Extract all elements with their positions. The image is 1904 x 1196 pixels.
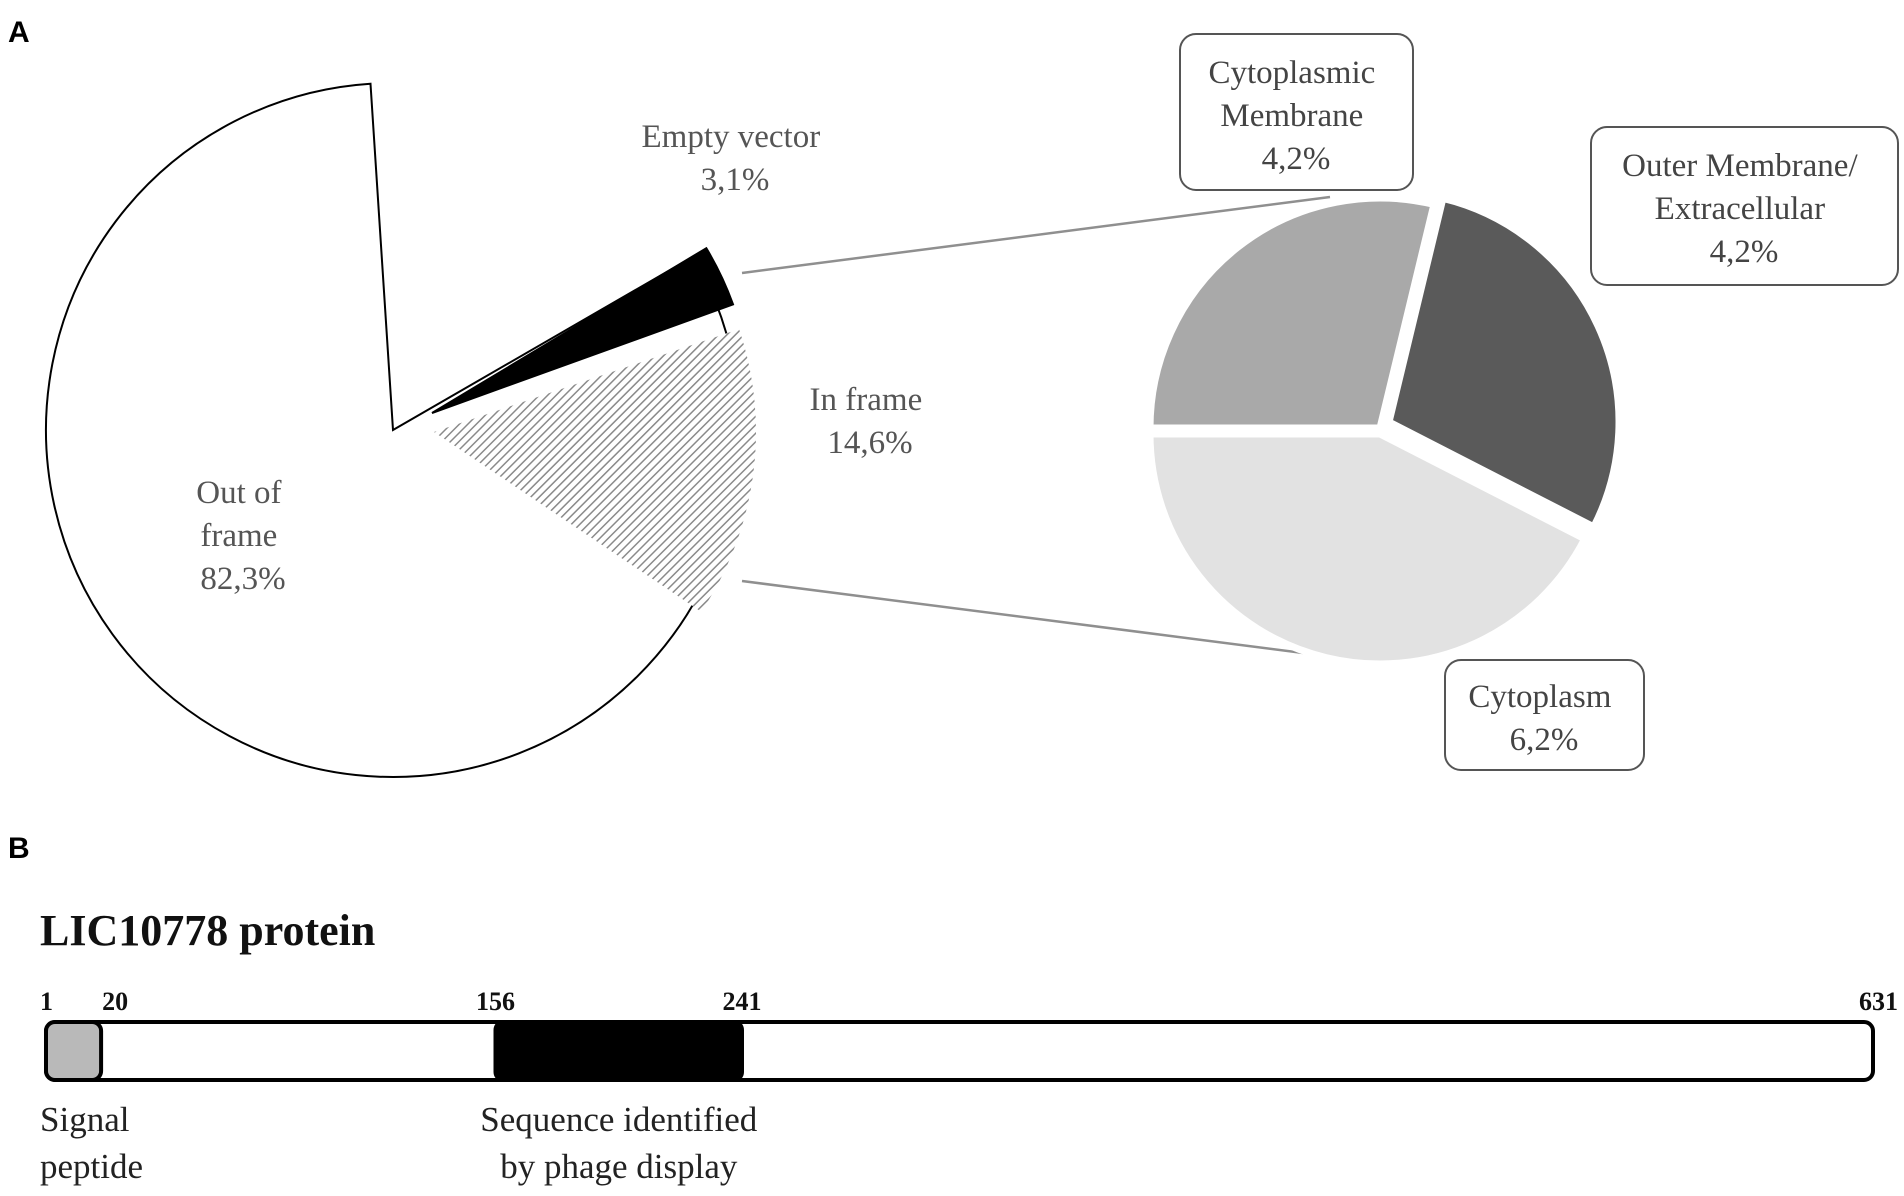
position-label-1: 1 — [40, 987, 53, 1016]
connector-line-bottom — [741, 579, 1351, 661]
position-label-631: 631 — [1859, 987, 1898, 1016]
domain-phage — [493, 1020, 744, 1082]
connector-line-top — [741, 195, 1331, 275]
protein-title: LIC10778 protein — [40, 906, 375, 955]
position-label-156: 156 — [476, 987, 515, 1016]
position-label-241: 241 — [723, 987, 762, 1016]
protein-domains — [44, 1020, 744, 1082]
main-pie — [45, 82, 757, 778]
slice-outer-membrane — [1384, 194, 1623, 532]
panel-b-letter: B — [8, 832, 30, 865]
svg-text:Cytoplasm 6,2%: Cytoplasm 6,2% — [1468, 679, 1619, 758]
position-label-20: 20 — [102, 987, 128, 1016]
sub-pie — [1146, 194, 1623, 668]
svg-text:Outer Membrane/ Extracel: Outer Membrane/ Extracellular 4,2% — [1622, 148, 1866, 270]
callout-cytoplasmic-membrane: Cytoplasmic Membrane 4,2% — [1179, 33, 1414, 191]
protein-bar — [44, 1020, 1875, 1082]
callout-cytoplasm: Cytoplasm 6,2% — [1444, 659, 1645, 771]
panel-a-letter: A — [8, 16, 30, 49]
svg-text:Cytoplasmic Membrane: Cytoplasmic Membrane 4,2% — [1208, 55, 1383, 177]
label-in-frame: In frame 14,6% — [810, 382, 931, 461]
protein-position-labels: 1 20 156 241 631 — [40, 987, 1898, 1016]
callout-outer-membrane: Outer Membrane/ Extracellular 4,2% — [1590, 126, 1899, 286]
slice-cytoplasmic-membrane — [1146, 194, 1439, 432]
label-empty-vector: Empty vector 3,1% — [642, 119, 829, 198]
domain-signal — [44, 1020, 104, 1082]
label-out-of-frame: Out of frame 82,3% — [196, 475, 290, 597]
slice-cytoplasm — [1146, 430, 1590, 668]
slice-empty-vector — [431, 246, 735, 414]
slice-in-frame — [434, 329, 757, 612]
